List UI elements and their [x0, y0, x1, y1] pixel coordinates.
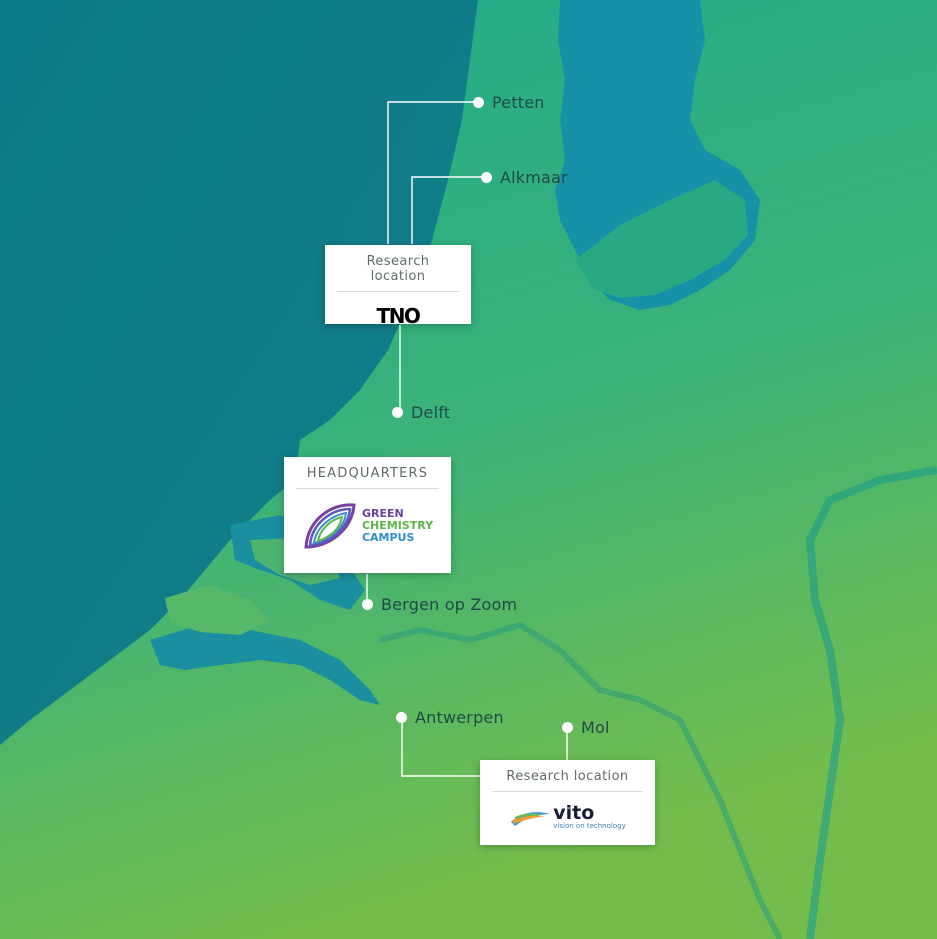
- card-vito[interactable]: Research location vito vision on technol…: [480, 760, 655, 845]
- location-dot-icon: [362, 599, 373, 610]
- card-headquarters[interactable]: HEADQUARTERS GREEN CHEMISTRY CAMPUS: [284, 457, 451, 573]
- city-label: Delft: [411, 403, 451, 422]
- vito-logo: vito vision on technology: [480, 804, 655, 830]
- city-label: Petten: [492, 93, 545, 112]
- campus-text-line3: CAMPUS: [361, 531, 415, 544]
- tno-logo: TNO: [376, 304, 421, 328]
- location-dot-icon: [396, 712, 407, 723]
- location-dot-icon: [473, 97, 484, 108]
- vito-tagline: vision on technology: [553, 822, 626, 830]
- city-bergen-op-zoom[interactable]: Bergen op Zoom: [362, 595, 517, 614]
- flevoland: [575, 180, 748, 298]
- vito-swoosh-icon: [511, 812, 552, 826]
- city-petten[interactable]: Petten: [473, 93, 545, 112]
- vito-wordmark: vito: [553, 802, 595, 824]
- card-title: Research location: [337, 245, 459, 292]
- city-mol[interactable]: Mol: [562, 718, 610, 737]
- city-label: Bergen op Zoom: [381, 595, 518, 614]
- card-title: Research location: [492, 760, 643, 792]
- city-delft[interactable]: Delft: [392, 403, 450, 422]
- campus-leaf-icon: [304, 503, 356, 549]
- card-tno[interactable]: Research location TNO: [325, 245, 471, 328]
- sea: [0, 0, 478, 745]
- connector-alkmaar: [411, 176, 482, 244]
- island-walcheren: [165, 585, 270, 635]
- location-dot-icon: [481, 172, 492, 183]
- connector-antwerpen: [401, 718, 480, 777]
- connector-petten: [387, 101, 474, 244]
- city-label: Antwerpen: [415, 708, 504, 727]
- card-title: HEADQUARTERS: [296, 457, 439, 489]
- campus-text-line1: GREEN: [361, 507, 404, 520]
- green-chemistry-campus-logo: GREEN CHEMISTRY CAMPUS: [284, 499, 451, 553]
- location-dot-icon: [392, 407, 403, 418]
- location-dot-icon: [562, 722, 573, 733]
- city-alkmaar[interactable]: Alkmaar: [481, 168, 568, 187]
- border-belgium: [379, 621, 783, 939]
- campus-text-line2: CHEMISTRY: [361, 519, 434, 532]
- city-label: Alkmaar: [500, 168, 568, 187]
- city-label: Mol: [581, 718, 610, 737]
- estuary-south: [150, 625, 380, 705]
- border-germany: [805, 466, 937, 939]
- city-antwerpen[interactable]: Antwerpen: [396, 708, 504, 727]
